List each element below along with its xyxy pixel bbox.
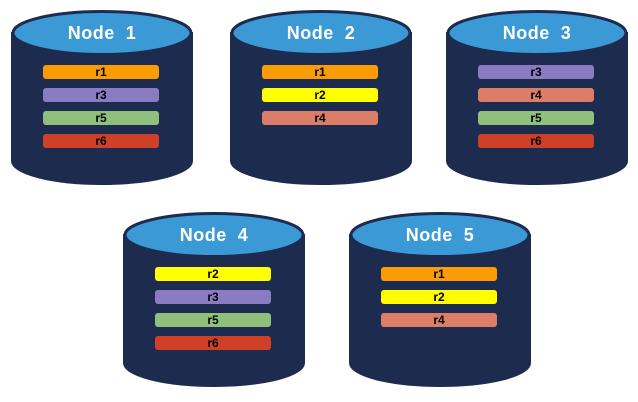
- replica-bar-r2: r2: [155, 267, 271, 281]
- node-title: Node 5: [405, 224, 475, 245]
- replica-list: r1 r2 r4: [262, 65, 378, 134]
- replica-bar-r2: r2: [381, 290, 497, 304]
- database-node-3: Node 3 r3 r4 r5 r6: [445, 7, 629, 187]
- replica-bar-r4: r4: [381, 313, 497, 327]
- replica-bar-r5: r5: [43, 111, 159, 125]
- replica-bar-r4: r4: [478, 88, 594, 102]
- database-node-5: Node 5 r1 r2 r4: [348, 209, 532, 389]
- database-node-4: Node 4 r2 r3 r5 r6: [122, 209, 306, 389]
- replica-bar-r6: r6: [478, 134, 594, 148]
- replica-bar-r3: r3: [155, 290, 271, 304]
- replica-bar-r3: r3: [478, 65, 594, 79]
- replica-list: r1 r2 r4: [381, 267, 497, 336]
- replica-bar-r3: r3: [43, 88, 159, 102]
- replica-bar-r6: r6: [155, 336, 271, 350]
- replica-bar-r6: r6: [43, 134, 159, 148]
- replica-bar-r5: r5: [155, 313, 271, 327]
- node-title: Node 1: [67, 22, 137, 43]
- replica-bar-r1: r1: [262, 65, 378, 79]
- replica-bar-r2: r2: [262, 88, 378, 102]
- replica-bar-r1: r1: [43, 65, 159, 79]
- replica-bar-r5: r5: [478, 111, 594, 125]
- replica-list: r1 r3 r5 r6: [43, 65, 159, 157]
- node-title: Node 2: [286, 22, 356, 43]
- database-node-2: Node 2 r1 r2 r4: [229, 7, 413, 187]
- replica-bar-r1: r1: [381, 267, 497, 281]
- replica-list: r3 r4 r5 r6: [478, 65, 594, 157]
- database-node-1: Node 1 r1 r3 r5 r6: [10, 7, 194, 187]
- replica-bar-r4: r4: [262, 111, 378, 125]
- node-title: Node 3: [502, 22, 572, 43]
- node-title: Node 4: [179, 224, 249, 245]
- replica-list: r2 r3 r5 r6: [155, 267, 271, 359]
